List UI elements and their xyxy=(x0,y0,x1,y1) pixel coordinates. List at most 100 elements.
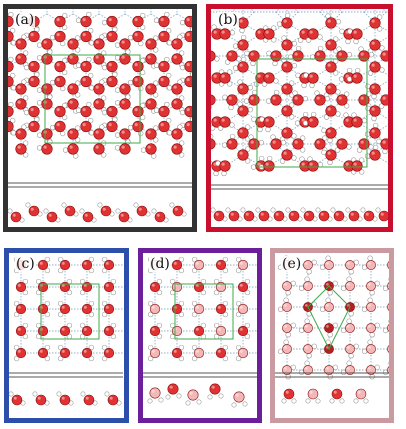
hydrogen-atom xyxy=(244,158,251,164)
atom-highlight xyxy=(316,96,320,100)
oxygen-atom xyxy=(83,394,95,406)
hydrogen-atom xyxy=(36,100,43,106)
oxygen-atom xyxy=(281,61,293,73)
hydrogen-atom xyxy=(101,256,108,263)
oxygen-atom xyxy=(15,128,27,140)
oxygen-atom xyxy=(233,391,245,403)
hydrogen-atom xyxy=(114,100,121,106)
atom-highlight xyxy=(382,140,386,144)
atom-highlight xyxy=(239,129,243,133)
hydrogen-atom xyxy=(147,398,153,404)
atom-highlight xyxy=(284,304,287,307)
hydrogen-atom xyxy=(66,289,73,296)
hydrogen-atom xyxy=(114,132,121,138)
hydrogen-atom xyxy=(156,278,163,285)
oxygen-atom xyxy=(8,15,14,28)
atom-highlight xyxy=(353,74,357,78)
oxygen-atom xyxy=(243,210,255,222)
atom-highlight xyxy=(109,396,113,400)
atom-highlight xyxy=(213,118,217,122)
hydrogen-atom xyxy=(152,80,159,86)
unit-cell xyxy=(256,58,368,168)
atom-highlight xyxy=(56,123,60,127)
atom-highlight xyxy=(30,78,34,82)
hydrogen-atom xyxy=(36,87,43,93)
hydrogen-atom xyxy=(371,93,377,100)
hydrogen-atom xyxy=(57,300,64,307)
atom-highlight xyxy=(217,327,221,331)
atom-highlight xyxy=(83,283,87,287)
oxygen-atom xyxy=(325,105,337,117)
atom-highlight xyxy=(17,145,21,149)
hydrogen-atom xyxy=(251,89,258,96)
atom-highlight xyxy=(326,262,329,265)
atom-highlight xyxy=(338,140,342,144)
hydrogen-atom xyxy=(272,60,278,67)
atom-highlight xyxy=(151,389,155,393)
atom-highlight xyxy=(30,33,34,37)
oxygen-atom xyxy=(54,15,66,28)
hydrogen-atom xyxy=(101,355,108,362)
hydrogen-atom xyxy=(178,300,185,307)
atom-highlight xyxy=(105,283,109,287)
atom-highlight xyxy=(17,130,21,134)
atom-highlight xyxy=(108,18,112,22)
oxygen-atom xyxy=(248,138,260,150)
hydrogen-atom xyxy=(200,289,207,296)
atom-highlight xyxy=(56,33,60,37)
atom-highlight xyxy=(56,108,60,112)
panel-a-structure xyxy=(8,9,192,223)
hydrogen-atom xyxy=(232,43,239,49)
hydrogen-atom xyxy=(367,70,374,76)
oxygen-atom xyxy=(80,60,92,73)
hydrogen-atom xyxy=(56,391,62,397)
oxygen-atom xyxy=(211,138,216,150)
hydrogen-atom xyxy=(295,45,302,52)
hydrogen-atom xyxy=(305,37,312,43)
hydrogen-atom xyxy=(139,12,146,19)
hydrogen-atom xyxy=(36,145,43,151)
oxygen-atom xyxy=(193,303,205,315)
oxygen-atom xyxy=(119,38,131,50)
oxygen-atom xyxy=(237,149,249,161)
oxygen-atom xyxy=(28,30,40,43)
oxygen-atom xyxy=(171,143,183,155)
hydrogen-atom xyxy=(158,397,164,403)
atom-highlight xyxy=(285,390,289,394)
atom-highlight xyxy=(147,55,151,59)
hydrogen-atom xyxy=(153,107,160,114)
hydrogen-atom xyxy=(221,142,228,148)
oxygen-atom xyxy=(93,83,105,95)
atom-highlight xyxy=(69,145,73,149)
oxygen-atom xyxy=(303,365,313,375)
oxygen-atom xyxy=(325,83,337,95)
oxygen-atom xyxy=(288,210,300,222)
hydrogen-bond xyxy=(275,9,280,13)
atom-highlight xyxy=(294,52,298,56)
atom-highlight xyxy=(215,212,219,216)
atom-highlight xyxy=(275,212,279,216)
atom-highlight xyxy=(82,78,86,82)
atom-highlight xyxy=(368,304,371,307)
atom-highlight xyxy=(221,118,225,122)
hydrogen-atom xyxy=(376,26,383,32)
hydrogen-atom xyxy=(317,45,324,52)
hydrogen-atom xyxy=(382,148,388,155)
oxygen-atom xyxy=(237,259,249,271)
atom-highlight xyxy=(43,40,47,44)
oxygen-atom xyxy=(119,98,131,110)
hydrogen-atom xyxy=(191,256,198,263)
atom-highlight xyxy=(95,130,99,134)
oxygen-atom xyxy=(282,281,292,291)
hydrogen-atom xyxy=(327,290,333,296)
hydrogen-atom xyxy=(22,278,29,285)
atom-highlight xyxy=(272,96,276,100)
atom-highlight xyxy=(147,145,151,149)
atom-highlight xyxy=(305,262,308,265)
oxygen-atom xyxy=(270,94,282,106)
hydrogen-atom xyxy=(345,38,351,45)
oxygen-atom xyxy=(282,344,292,354)
panel-a-hexagonal-ice: (a) xyxy=(3,4,197,232)
hydrogen-atom xyxy=(152,137,159,143)
hydrogen-atom xyxy=(104,391,110,397)
